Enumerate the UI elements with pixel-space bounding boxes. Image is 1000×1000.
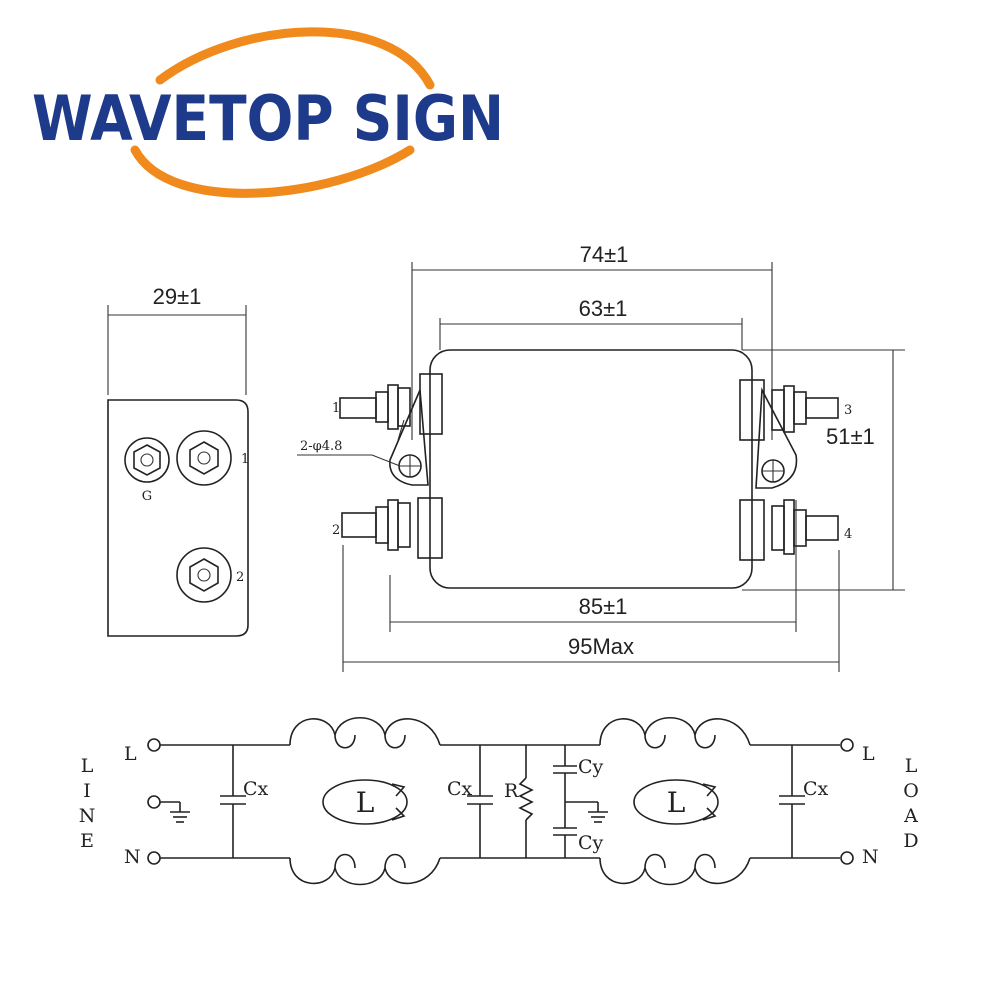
inductor-1-label: L bbox=[356, 786, 375, 819]
load-letter-l: L bbox=[905, 755, 918, 777]
terminal-2 bbox=[176, 547, 232, 603]
top-view: 74±1 63±1 2-φ4.8 bbox=[297, 242, 905, 672]
line-ground-terminal bbox=[147, 795, 161, 809]
line-letter-e: E bbox=[80, 830, 94, 852]
dim-63: 63±1 bbox=[579, 296, 628, 321]
load-letter-o: O bbox=[903, 780, 919, 802]
stud-terminal-4 bbox=[739, 499, 839, 561]
terminal-label-4: 4 bbox=[844, 527, 852, 542]
terminal-1-label: 1 bbox=[241, 452, 249, 467]
line-letter-n: N bbox=[79, 805, 96, 827]
line-side-label: L I N E bbox=[79, 755, 96, 852]
brand-name: WAVETOP SIGN bbox=[32, 82, 504, 155]
inductor-2-label: L bbox=[667, 786, 686, 819]
terminal-g bbox=[124, 437, 170, 483]
stud-terminal-2 bbox=[341, 497, 443, 559]
terminal-label-2: 2 bbox=[332, 523, 340, 538]
load-side-label: L O A D bbox=[903, 755, 919, 852]
terminal-label-1: 1 bbox=[332, 401, 340, 416]
line-l-label: L bbox=[124, 743, 137, 765]
capacitor-cy-pair bbox=[553, 745, 608, 858]
load-n-terminal bbox=[840, 851, 854, 865]
r-label: R bbox=[504, 780, 519, 802]
stud-terminal-3 bbox=[739, 379, 839, 441]
cx-2-label: Cx bbox=[447, 778, 473, 800]
ground-symbol-left bbox=[160, 801, 190, 823]
stud-terminal-1 bbox=[339, 373, 443, 435]
cy-1-label: Cy bbox=[578, 756, 604, 778]
common-mode-choke-2 bbox=[599, 716, 751, 886]
cy-2-label: Cy bbox=[578, 832, 604, 854]
terminal-label-3: 3 bbox=[844, 403, 852, 418]
cx-1-label: Cx bbox=[243, 778, 269, 800]
dim-95: 95Max bbox=[568, 634, 634, 659]
load-l-terminal bbox=[840, 738, 854, 752]
cx-3-label: Cx bbox=[803, 778, 829, 800]
capacitor-cx-3 bbox=[779, 745, 805, 858]
load-n-label: N bbox=[862, 846, 879, 868]
side-width-label: 29±1 bbox=[153, 284, 202, 309]
logo-swoosh-bottom bbox=[130, 145, 415, 198]
line-n-terminal bbox=[147, 851, 161, 865]
filter-body bbox=[429, 349, 753, 589]
capacitor-cx-2 bbox=[467, 745, 493, 858]
schematic: L I N E L O A D L N bbox=[79, 716, 919, 886]
load-l-label: L bbox=[862, 743, 875, 765]
line-l-terminal bbox=[147, 738, 161, 752]
brand-logo: WAVETOP SIGN bbox=[32, 27, 504, 198]
terminal-g-label: G bbox=[142, 489, 152, 504]
logo-swoosh-top bbox=[155, 27, 435, 90]
load-letter-d: D bbox=[903, 830, 918, 852]
dim-51: 51±1 bbox=[826, 424, 875, 449]
terminal-2-label: 2 bbox=[236, 570, 244, 585]
mount-flange-left bbox=[389, 389, 429, 486]
line-n-label: N bbox=[124, 846, 141, 868]
resistor-r bbox=[518, 745, 534, 858]
load-letter-a: A bbox=[903, 805, 918, 827]
dim-74: 74±1 bbox=[580, 242, 629, 267]
side-body-outline bbox=[107, 399, 249, 637]
capacitor-cx-1 bbox=[220, 745, 246, 858]
dim-85: 85±1 bbox=[579, 594, 628, 619]
hole-label: 2-φ4.8 bbox=[300, 439, 342, 454]
terminal-1 bbox=[176, 430, 232, 486]
mount-flange-right bbox=[755, 387, 798, 489]
common-mode-choke-1 bbox=[289, 716, 441, 886]
line-letter-i: I bbox=[83, 780, 91, 802]
line-letter-l: L bbox=[81, 755, 94, 777]
side-view: 29±1 G 1 2 bbox=[107, 284, 249, 637]
